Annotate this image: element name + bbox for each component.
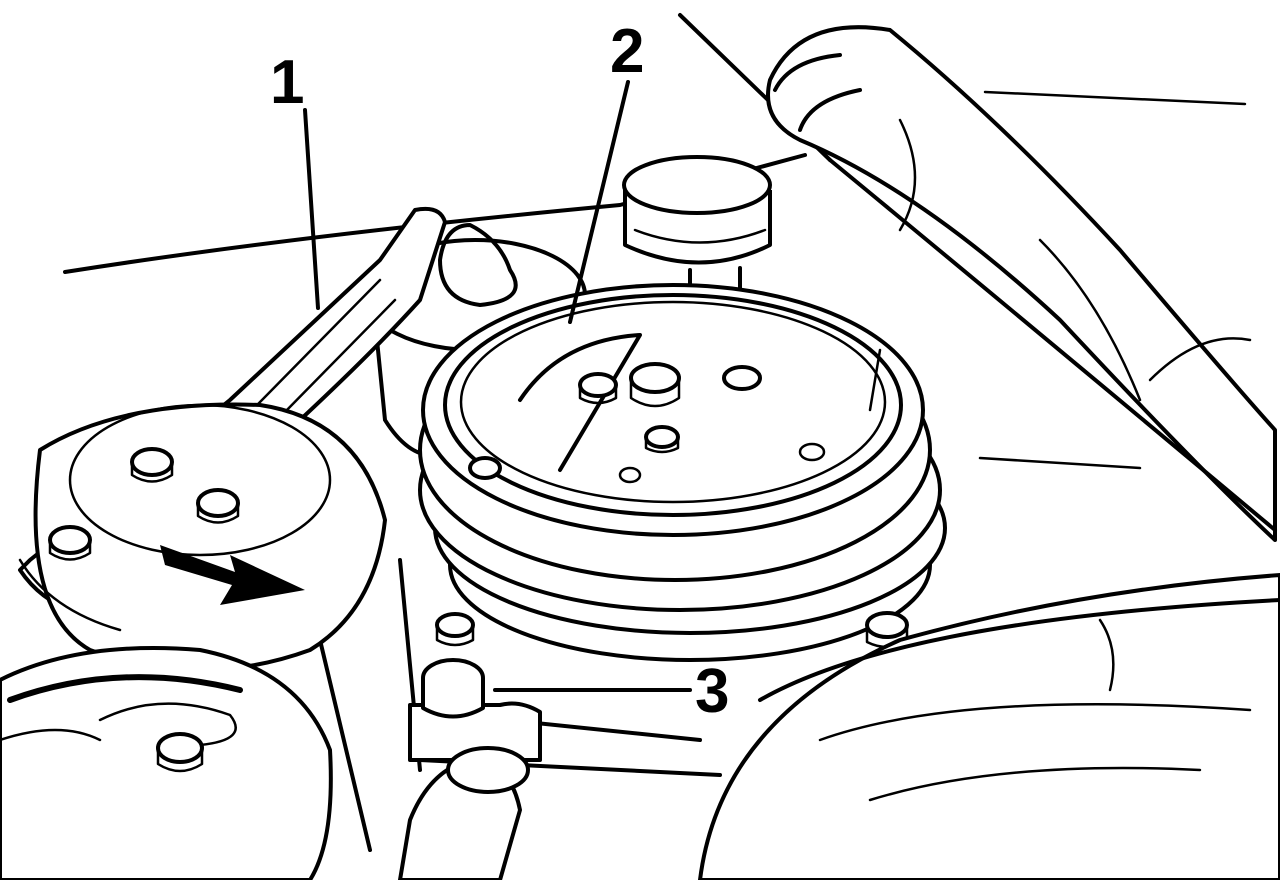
callout-3-label: 3 [695, 657, 729, 726]
tensioner-pulley [18, 402, 387, 672]
clutch-bolt [629, 362, 681, 408]
tensioner-bolt [48, 525, 92, 561]
crank-pulley [0, 646, 333, 880]
compressor-pulley [418, 283, 947, 662]
tensioner-bolt [196, 488, 240, 524]
callout-1-label: 1 [270, 48, 304, 117]
pivot-bolt [421, 658, 485, 719]
mount-bolt [435, 612, 475, 647]
callout-leaders [303, 80, 692, 692]
mounting-bracket [408, 611, 909, 762]
clutch-bolt [644, 425, 680, 454]
pulley-bolt [156, 732, 204, 773]
mount-bolt [865, 611, 909, 649]
lower-hose [698, 573, 1280, 880]
reservoir-cap [622, 155, 772, 297]
clutch-bolt [722, 365, 762, 391]
tensioner-bolt [130, 447, 174, 483]
callout-2-label: 2 [610, 17, 644, 86]
clutch-bolt [578, 372, 618, 405]
arrow-icon [160, 545, 305, 605]
upper-hose [766, 25, 1277, 542]
hose-fitting [398, 746, 530, 880]
